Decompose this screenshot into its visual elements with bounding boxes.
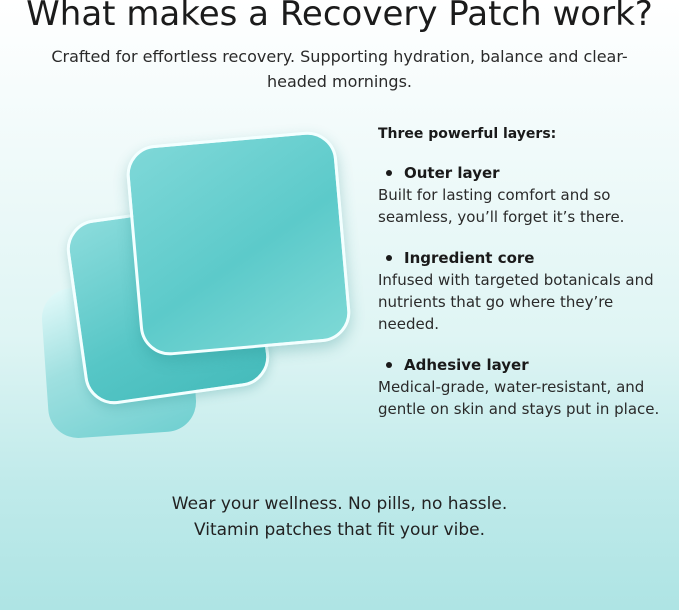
layers-heading: Three powerful layers: — [378, 126, 557, 142]
patch-front — [124, 129, 353, 358]
page-title: What makes a Recovery Patch work? — [26, 0, 653, 34]
footer-tagline: Wear your wellness. No pills, no hassle.… — [40, 491, 639, 543]
layer-description: Built for lasting comfort and so seamles… — [378, 186, 625, 226]
bullet-icon — [386, 255, 392, 261]
layer-description: Infused with targeted botanicals and nut… — [378, 271, 654, 333]
layer-item-outer: Outer layer Built for lasting comfort an… — [378, 164, 668, 228]
footer-line-2: Vitamin patches that fit your vibe. — [193, 520, 485, 540]
layer-description: Medical-grade, water-resistant, and gent… — [378, 378, 660, 418]
layers-section: Three powerful layers: Outer layer Built… — [378, 126, 668, 441]
footer-line-1: Wear your wellness. No pills, no hassle. — [171, 494, 508, 514]
bullet-icon — [386, 362, 392, 368]
layer-name: Adhesive layer — [404, 356, 529, 374]
patch-illustration — [30, 129, 360, 450]
layer-item-core: Ingredient core Infused with targeted bo… — [378, 249, 668, 335]
layer-item-adhesive: Adhesive layer Medical-grade, water-resi… — [378, 356, 668, 420]
layer-name: Ingredient core — [404, 249, 535, 267]
bullet-icon — [386, 170, 392, 176]
layer-name: Outer layer — [404, 164, 500, 182]
page-subtitle: Crafted for effortless recovery. Support… — [51, 47, 628, 91]
